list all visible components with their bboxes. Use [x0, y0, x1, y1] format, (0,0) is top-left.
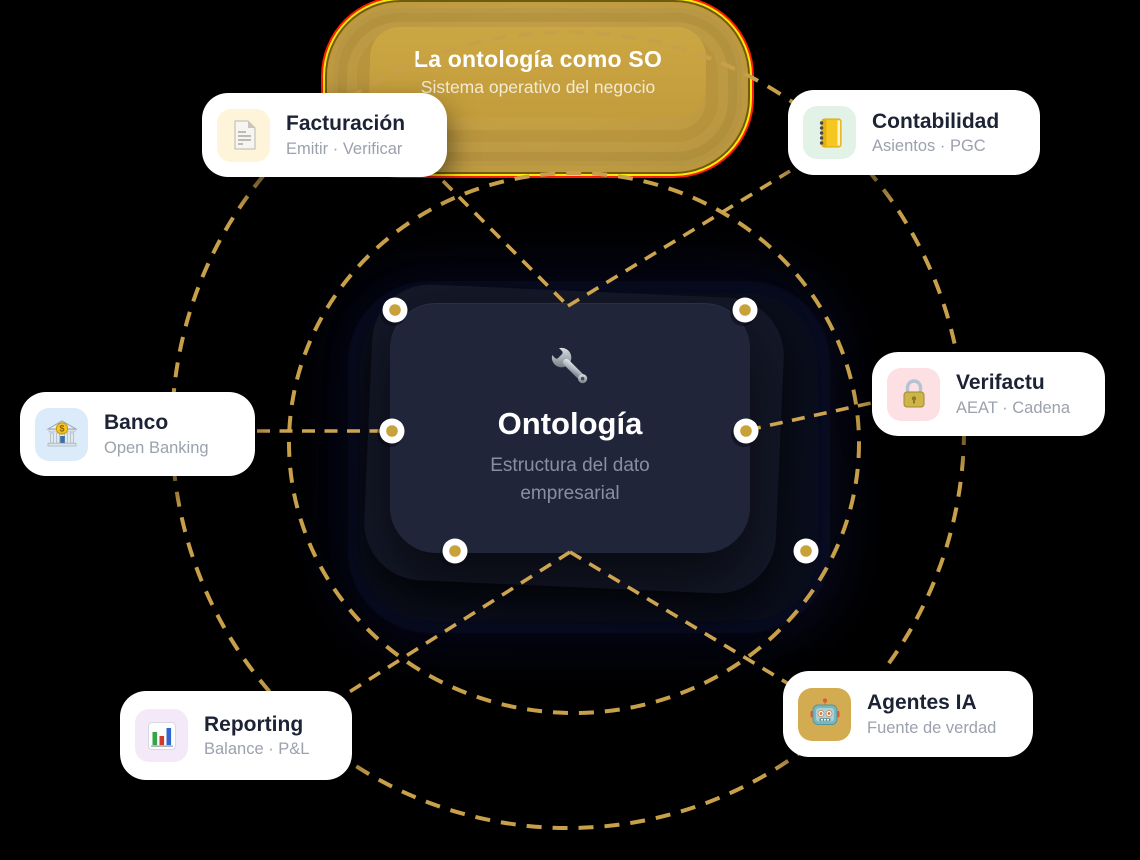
chart-icon [135, 709, 188, 762]
ontology-subtitle: Estructura del dato empresarial [490, 455, 650, 504]
robot-icon [798, 687, 851, 741]
node-subtitle: Balance · P&L [204, 740, 310, 759]
node-subtitle: AEAT · Cadena [956, 398, 1071, 417]
bank-icon: $ [35, 407, 88, 461]
connector-reporting [342, 550, 571, 698]
ontology-node: Ontología Estructura del dato empresaria… [360, 282, 818, 621]
node-contabilidad: Contabilidad Asientos · PGC [788, 90, 1040, 175]
ontology-title: Ontología [497, 406, 643, 442]
svg-text:$: $ [59, 424, 64, 434]
connector-facturacion [441, 179, 570, 308]
node-facturacion: Facturación Emitir · Verificar [202, 93, 447, 177]
wrench-icon [544, 340, 596, 392]
node-text: Verifactu AEAT · Cadena [956, 370, 1070, 417]
node-subtitle: Open Banking [104, 438, 209, 457]
node-reporting: Reporting Balance · P&L [120, 691, 352, 780]
node-subtitle: Fuente de verdad [867, 718, 997, 737]
anchor-dot [380, 297, 408, 326]
node-title: Facturación [286, 112, 406, 136]
node-text: Agentes IA Fuente de verdad [867, 690, 996, 737]
inner-dashed-ring [287, 171, 861, 715]
lock-icon [887, 367, 940, 421]
anchor-dot [440, 538, 468, 567]
node-text: Banco Open Banking [104, 410, 209, 457]
node-verifactu: Verifactu AEAT · Cadena [872, 352, 1105, 436]
connector-agentes [569, 550, 798, 691]
node-agentes-ia: Agentes IA Fuente de verdad [783, 671, 1033, 757]
anchor-dots [377, 297, 819, 567]
node-text: Contabilidad Asientos · PGC [872, 109, 999, 156]
banner-subtitle: Sistema operativo del negocio [420, 77, 656, 97]
node-subtitle: Asientos · PGC [872, 137, 986, 156]
document-icon [217, 108, 270, 162]
connector-verifactu [747, 401, 872, 432]
node-title: Contabilidad [872, 109, 1000, 133]
node-title: Agentes IA [867, 691, 977, 715]
anchor-dot [791, 538, 819, 567]
anchor-dot [730, 297, 758, 326]
anchor-dot [731, 418, 759, 447]
node-banco: $ Banco Open Banking [20, 392, 255, 476]
node-text: Reporting Balance · P&L [204, 712, 309, 759]
ledger-icon [803, 106, 856, 159]
anchor-dot [377, 418, 405, 447]
node-title: Reporting [204, 712, 304, 736]
node-title: Banco [104, 411, 169, 435]
ontology-card: Ontología Estructura del dato empresaria… [390, 303, 750, 553]
node-subtitle: Emitir · Verificar [286, 139, 403, 158]
node-title: Verifactu [956, 371, 1045, 395]
node-text: Facturación Emitir · Verificar [286, 111, 405, 158]
